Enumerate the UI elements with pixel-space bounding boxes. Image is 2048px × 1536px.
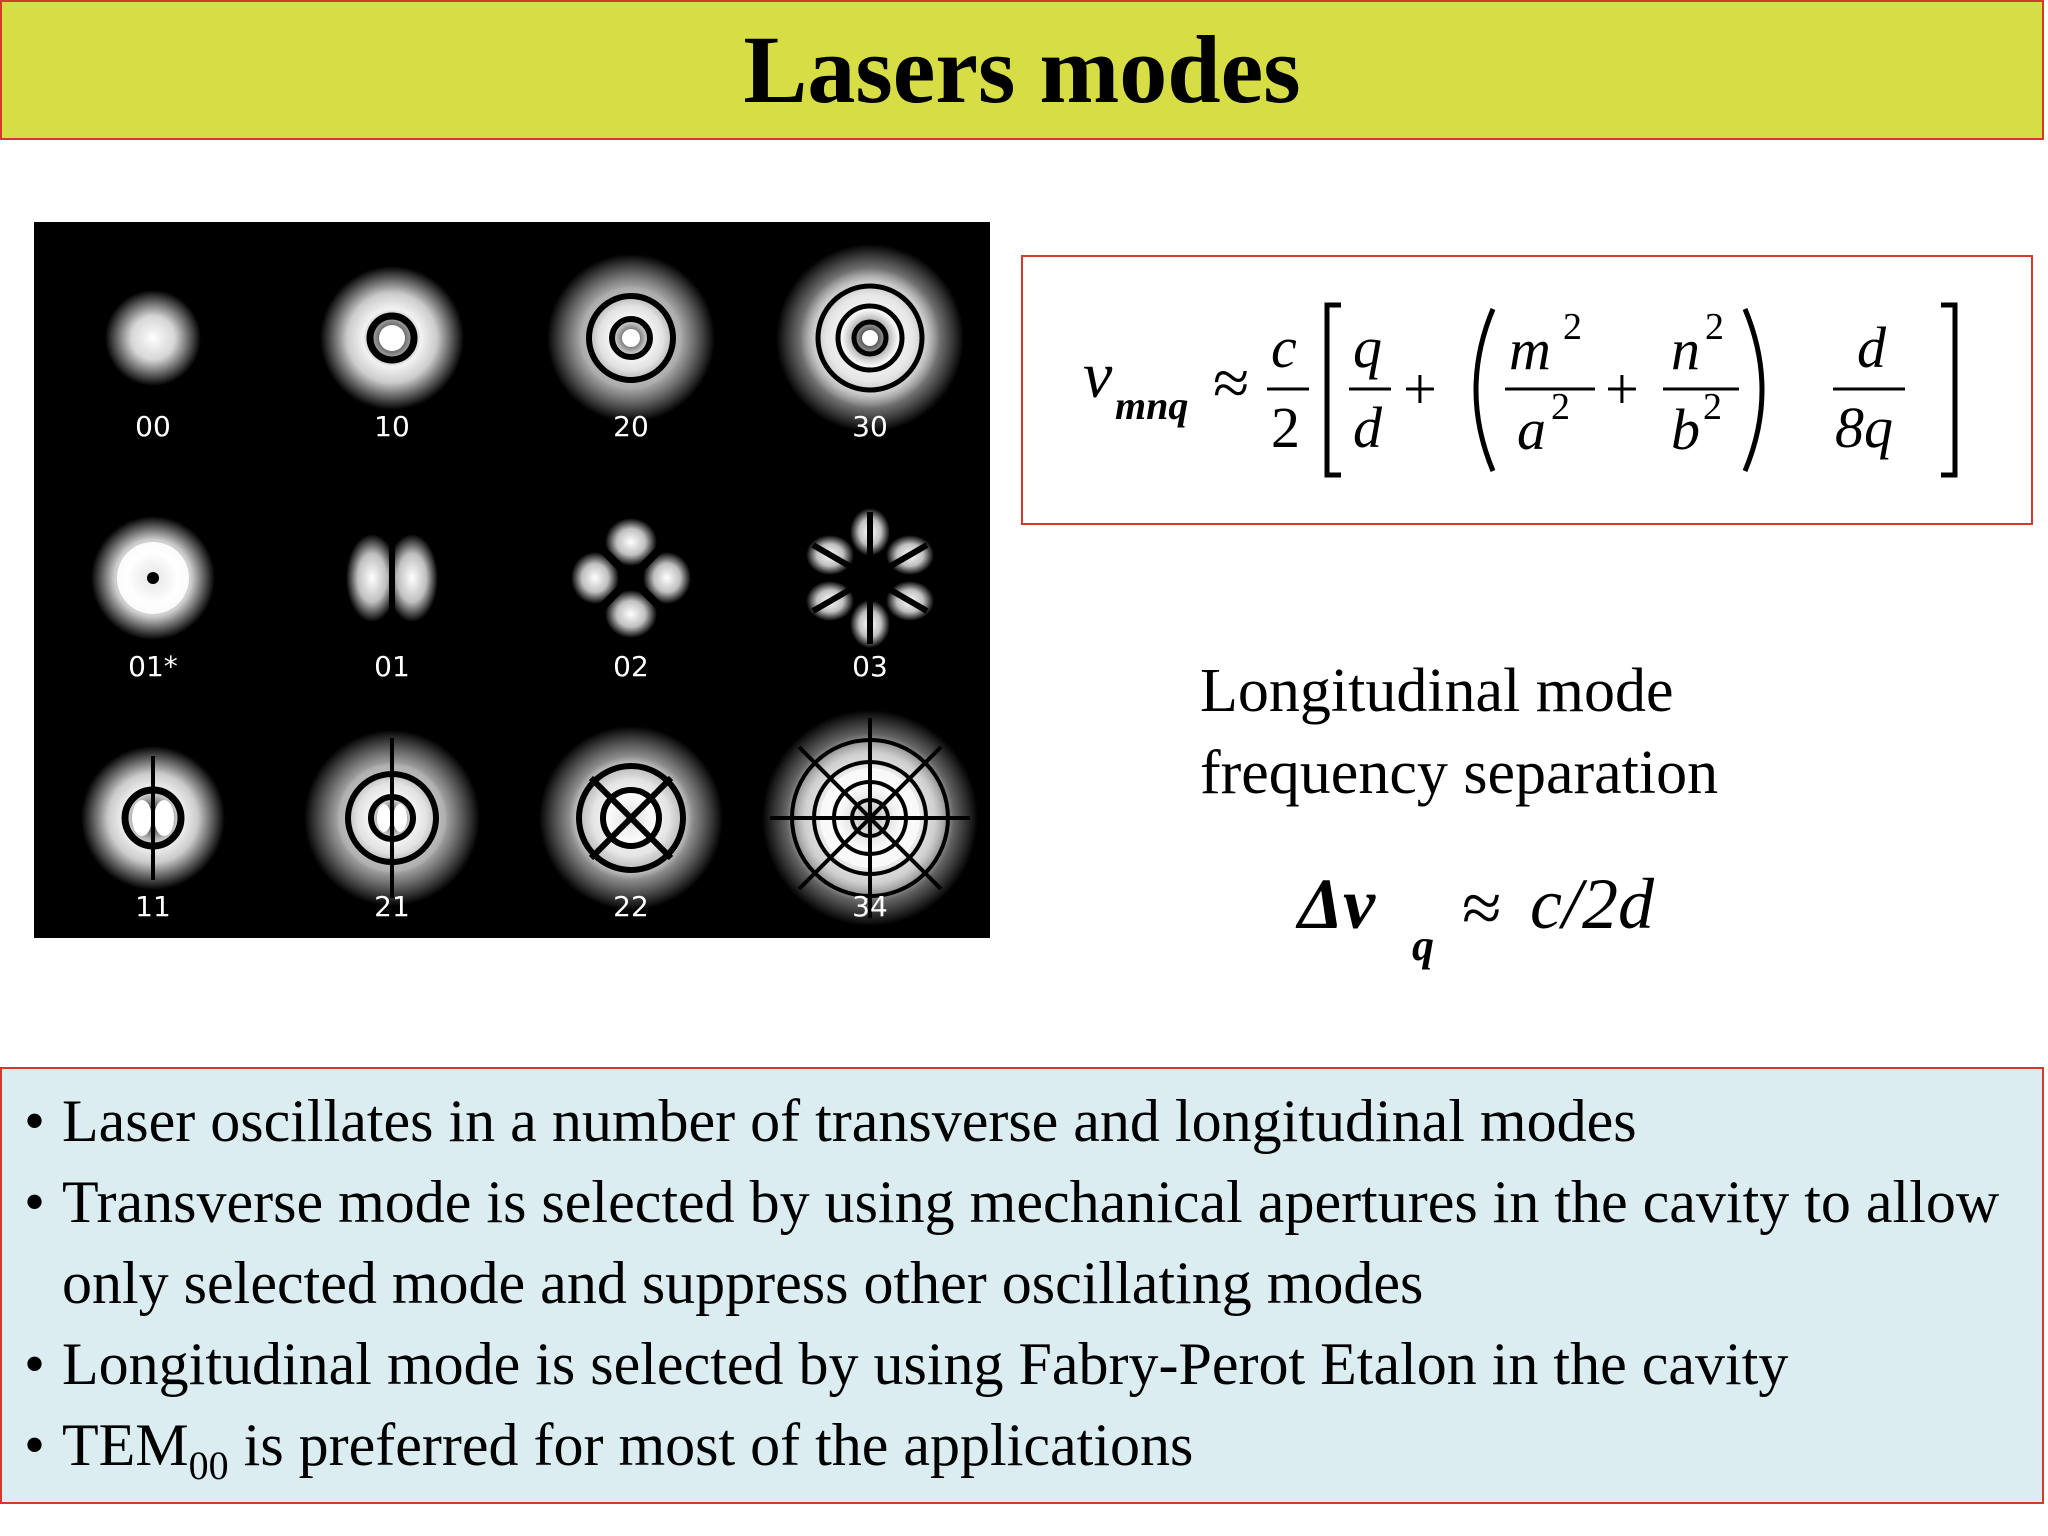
bullet-dot: •: [24, 1169, 46, 1235]
left-bracket: [1324, 302, 1341, 478]
formula-a: a: [1517, 397, 1546, 462]
bullet-dot: •: [24, 1331, 46, 1397]
bullet-text: Transverse mode is selected by using mec…: [62, 1169, 2000, 1316]
delta-subscript: q: [1412, 921, 1434, 970]
formula-two: 2: [1271, 395, 1300, 460]
mode-patterns-svg: 00 10 20 30: [81, 244, 978, 926]
mode-11: 11: [81, 746, 225, 923]
formula-sup: 2: [1703, 386, 1722, 428]
mode-34: 34: [762, 710, 978, 926]
delta-nu: Δν: [1295, 864, 1376, 944]
mode-label: 01: [374, 650, 410, 683]
delta-formula-svg: Δν q ≈ c/2d: [1295, 864, 1655, 970]
tem-subscript: 00: [188, 1443, 229, 1488]
mode-03: 03: [806, 508, 934, 683]
mode-30: 30: [776, 244, 964, 443]
formula-n: n: [1671, 317, 1700, 382]
formula-8q: 8q: [1835, 395, 1893, 460]
formula-b: b: [1671, 397, 1700, 462]
mode-label: 02: [613, 650, 649, 683]
mode-22: 22: [539, 726, 723, 923]
mode-label: 22: [613, 890, 649, 923]
slide-title: Lasers modes: [743, 16, 1301, 123]
mode-02: 02: [571, 518, 691, 683]
bullet-text: TEM00 is preferred for most of the appli…: [62, 1405, 1193, 1486]
formula-m: m: [1509, 317, 1551, 382]
bullet-item: • Laser oscillates in a number of transv…: [24, 1081, 2042, 1162]
bullet-item: • Longitudinal mode is selected by using…: [24, 1324, 2042, 1405]
mode-label: 34: [852, 890, 888, 923]
formula-q: q: [1353, 315, 1382, 380]
mode-label: 10: [374, 410, 410, 443]
bullet-text: Longitudinal mode is selected by using F…: [62, 1331, 1789, 1397]
mode-label: 00: [135, 410, 171, 443]
bullet-item: • TEM00 is preferred for most of the app…: [24, 1405, 2042, 1486]
mode-01-star: 01*: [91, 516, 215, 683]
mode-label: 03: [852, 650, 888, 683]
formula-plus: +: [1403, 356, 1437, 422]
bullet-text: Laser oscillates in a number of transver…: [62, 1088, 1637, 1154]
formula-nu: ν: [1083, 339, 1113, 412]
left-paren: [1473, 308, 1496, 472]
longitudinal-caption: Longitudinal mode frequency separation: [1200, 650, 1960, 814]
mode-label: 11: [135, 890, 171, 923]
mode-frequency-formula: ν mnq ≈ c 2 q d + m 2 a 2 + n 2 b 2 d 8q: [1021, 255, 2033, 525]
mode-label: 01*: [128, 650, 178, 683]
formula-nu-subscript: mnq: [1115, 383, 1188, 428]
right-bracket: [1941, 302, 1958, 478]
caption-line-2: frequency separation: [1200, 739, 1719, 807]
bullet-dot: •: [24, 1412, 46, 1478]
bullet-item: • Transverse mode is selected by using m…: [24, 1162, 2042, 1324]
formula-d: d: [1857, 315, 1887, 380]
transverse-mode-patterns: 00 10 20 30: [34, 222, 990, 938]
formula-d: d: [1353, 395, 1383, 460]
mode-00: 00: [105, 290, 201, 443]
title-bar: Lasers modes: [0, 0, 2044, 140]
mode-label: 30: [852, 410, 888, 443]
formula-sup: 2: [1705, 306, 1724, 348]
mode-01: 01: [346, 528, 438, 683]
formula-c: c: [1271, 315, 1297, 380]
mode-label: 21: [374, 890, 410, 923]
right-paren: [1742, 308, 1765, 472]
mode-label: 20: [613, 410, 649, 443]
summary-bullets: • Laser oscillates in a number of transv…: [0, 1067, 2044, 1504]
formula-sup: 2: [1563, 306, 1582, 348]
bullet-dot: •: [24, 1088, 46, 1154]
delta-rhs: c/2d: [1530, 864, 1655, 944]
mode-10: 10: [320, 266, 464, 443]
longitudinal-separation-formula: Δν q ≈ c/2d: [1290, 852, 1790, 972]
mode-21: 21: [304, 730, 480, 923]
bullet-text-rest: is preferred for most of the application…: [228, 1412, 1194, 1478]
formula-plus: +: [1605, 356, 1639, 422]
caption-line-1: Longitudinal mode: [1200, 657, 1674, 725]
formula-svg: ν mnq ≈ c 2 q d + m 2 a 2 + n 2 b 2 d 8q: [1083, 302, 1958, 478]
formula-approx: ≈: [1213, 347, 1249, 420]
delta-approx: ≈: [1462, 868, 1502, 948]
formula-sup: 2: [1551, 386, 1570, 428]
tem-text: TEM: [62, 1412, 189, 1478]
mode-20: 20: [547, 254, 715, 443]
